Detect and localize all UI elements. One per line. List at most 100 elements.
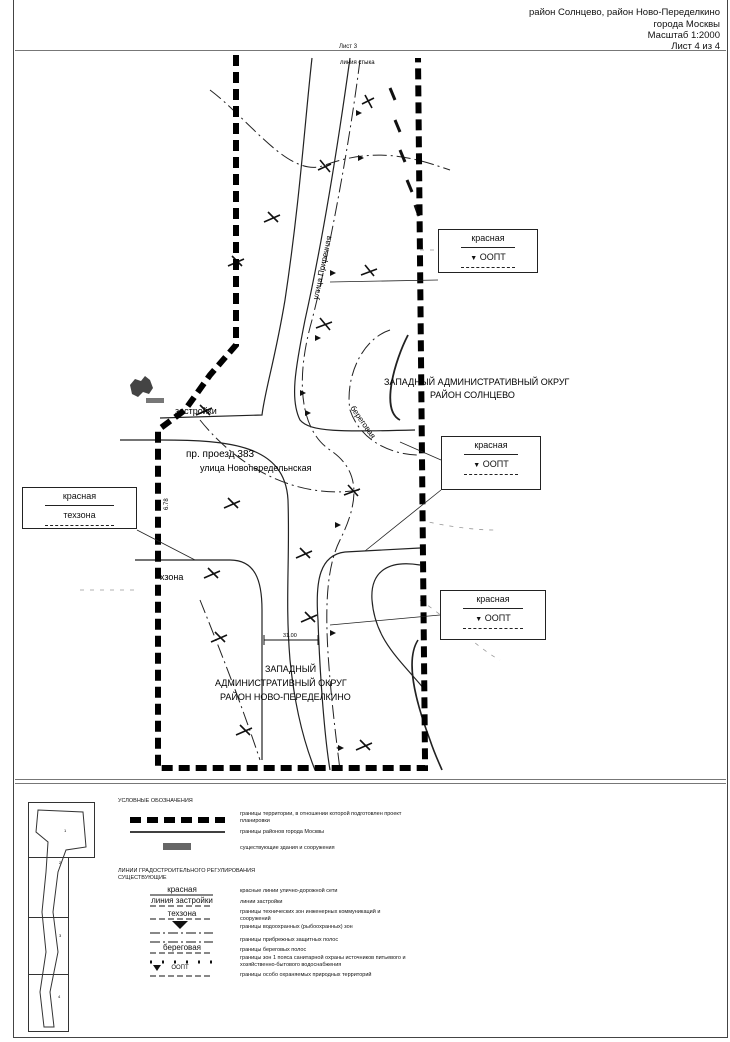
callout-ooopt-text: ООПТ <box>484 613 511 623</box>
existing-building <box>130 376 164 403</box>
inset-number-4: 4 <box>58 994 61 999</box>
triangle-marker <box>300 390 306 396</box>
zone-marker <box>210 631 228 643</box>
legend-sym-red: красная <box>167 885 197 894</box>
road-edge-east <box>293 57 416 432</box>
zone-marker <box>361 94 375 109</box>
header-district-line: район Солнцево, район Ново-Переделкино <box>529 7 720 18</box>
legend-desc-coastal-strips: границы прибрежных защитных полос <box>240 937 339 943</box>
legend-sym-techzone: техзона <box>167 909 197 918</box>
street-prirechnaya-label: улица Приречная <box>311 235 333 300</box>
ooopt-triangle-icon: ▼ <box>475 616 483 623</box>
water-zone-line-south <box>199 599 261 761</box>
leader-ooopt-3 <box>329 614 441 626</box>
inset-number-1: 1 <box>64 828 67 833</box>
zone-marker <box>300 611 318 623</box>
zone-marker <box>235 724 253 736</box>
ooopt-triangle-icon: ▼ <box>470 255 478 262</box>
district-novo-line3: РАЙОН НОВО-ПЕРЕДЕЛКИНО <box>220 691 351 702</box>
zastroyki-label: застройки <box>175 406 217 416</box>
road-edge-southeast <box>316 547 421 771</box>
callout-ooopt-2: красная ▼ ООПТ <box>441 436 541 490</box>
callout-red-line-label: красная <box>471 233 505 243</box>
shore-line-solntsevo <box>389 334 409 421</box>
page-frame <box>13 0 728 1038</box>
inset-sheet-3 <box>28 917 69 975</box>
callout-ooopt-label: ▼ ООПТ <box>441 613 545 623</box>
callout-techzone-label: техзона <box>63 510 96 520</box>
inset-key-map: 1 2 3 4 <box>28 802 95 1032</box>
zone-marker <box>355 739 373 751</box>
legend-desc-protected-areas: границы особо охраняемых природных терри… <box>240 972 372 978</box>
road-edge-center <box>120 439 316 771</box>
faint-line-2 <box>419 599 501 661</box>
callout-ooopt-underline <box>463 628 523 629</box>
street-novoperedelkinskaya-label: улица Новопередельнская <box>200 463 312 473</box>
inset-sheet-4 <box>28 974 69 1032</box>
legend-desc-sanitary-zones: границы зон 1 пояса санитарной охраны ис… <box>240 955 406 968</box>
district-solntsevo-line1: ЗАПАДНЫЙ АДМИНИСТРАТИВНЫЙ ОКРУГ <box>384 376 570 387</box>
triangle-marker <box>315 335 321 341</box>
legend-title: УСЛОВНЫЕ ОБОЗНАЧЕНИЯ <box>118 798 193 804</box>
map-area <box>15 50 726 780</box>
callout-leaders <box>136 279 442 626</box>
faint-lines <box>80 249 501 661</box>
callout-red-line-label: красная <box>474 440 508 450</box>
coastal-band-line <box>348 329 421 456</box>
triangle-marker <box>358 155 364 161</box>
road-edge-southwest <box>135 559 263 760</box>
beregovaya-label: береговая <box>348 404 377 440</box>
dimension-value: 31.00 <box>283 633 297 639</box>
sanitary-zone-marks <box>388 87 421 217</box>
dimension-line <box>263 635 319 645</box>
building-hatch <box>146 398 164 403</box>
callout-techzone: красная техзона <box>22 487 137 529</box>
faint-line-1 <box>419 519 496 531</box>
zone-marker <box>223 497 241 509</box>
inset-sheet-2 <box>28 857 69 918</box>
road-lines <box>120 57 443 771</box>
callout-techzone-underline <box>45 525 114 526</box>
header-scale: Масштаб 1:2000 <box>647 30 720 41</box>
leader-ooopt-1 <box>329 279 439 283</box>
callout-red-underline <box>463 608 523 609</box>
callout-ooopt-label: ▼ ООПТ <box>442 459 540 469</box>
road-edge-east-curve <box>371 563 426 691</box>
header-city-line: города Москвы <box>653 19 720 30</box>
leader-ooopt-2b <box>364 489 442 552</box>
zone-marker <box>315 317 333 331</box>
triangle-marker <box>330 270 336 276</box>
callout-ooopt-underline <box>464 474 518 475</box>
legend-desc-territory: границы территории, в отношении которой … <box>240 811 402 824</box>
legend-desc-district: границы районов города Москвы <box>240 829 325 835</box>
zone-marker <box>203 567 221 579</box>
inset-number-3: 3 <box>59 933 62 938</box>
shore-line-south <box>411 639 443 771</box>
sanitary-mark <box>405 179 414 193</box>
callout-ooopt-underline <box>461 267 515 268</box>
leader-techzone <box>136 529 196 561</box>
water-zone-triangles <box>300 110 364 751</box>
inset-number-2: 2 <box>59 860 62 865</box>
header-sheet-number: Лист 4 из 4 <box>671 41 720 52</box>
legend-sym-building-line: линия застройки <box>151 896 213 905</box>
district-novo-line2: АДМИНИСТРАТИВНЫЙ ОКРУГ <box>215 677 347 688</box>
district-novo-line1: ЗАПАДНЫЙ <box>265 663 316 674</box>
joint-line-label: линия стыка <box>340 60 375 66</box>
callout-red-underline <box>45 505 114 506</box>
callout-red-underline <box>464 454 518 455</box>
zone-marker <box>360 264 378 277</box>
callout-ooopt-text: ООПТ <box>479 252 506 262</box>
callout-ooopt-3: красная ▼ ООПТ <box>440 590 546 640</box>
district-boundary <box>199 59 451 771</box>
triangle-marker <box>330 630 336 636</box>
triangle-marker <box>356 110 362 116</box>
sanitary-mark <box>388 87 397 101</box>
zona-label: хзона <box>160 572 183 582</box>
legend-desc-shore-bands: границы береговых полос <box>240 947 307 953</box>
zone-marker <box>343 484 361 497</box>
legend-reg-subtitle: СУЩЕСТВУЮЩИЕ <box>118 875 167 881</box>
legend-area <box>15 783 726 1036</box>
callout-red-line-label: красная <box>62 491 97 501</box>
zone-marker <box>195 404 213 416</box>
